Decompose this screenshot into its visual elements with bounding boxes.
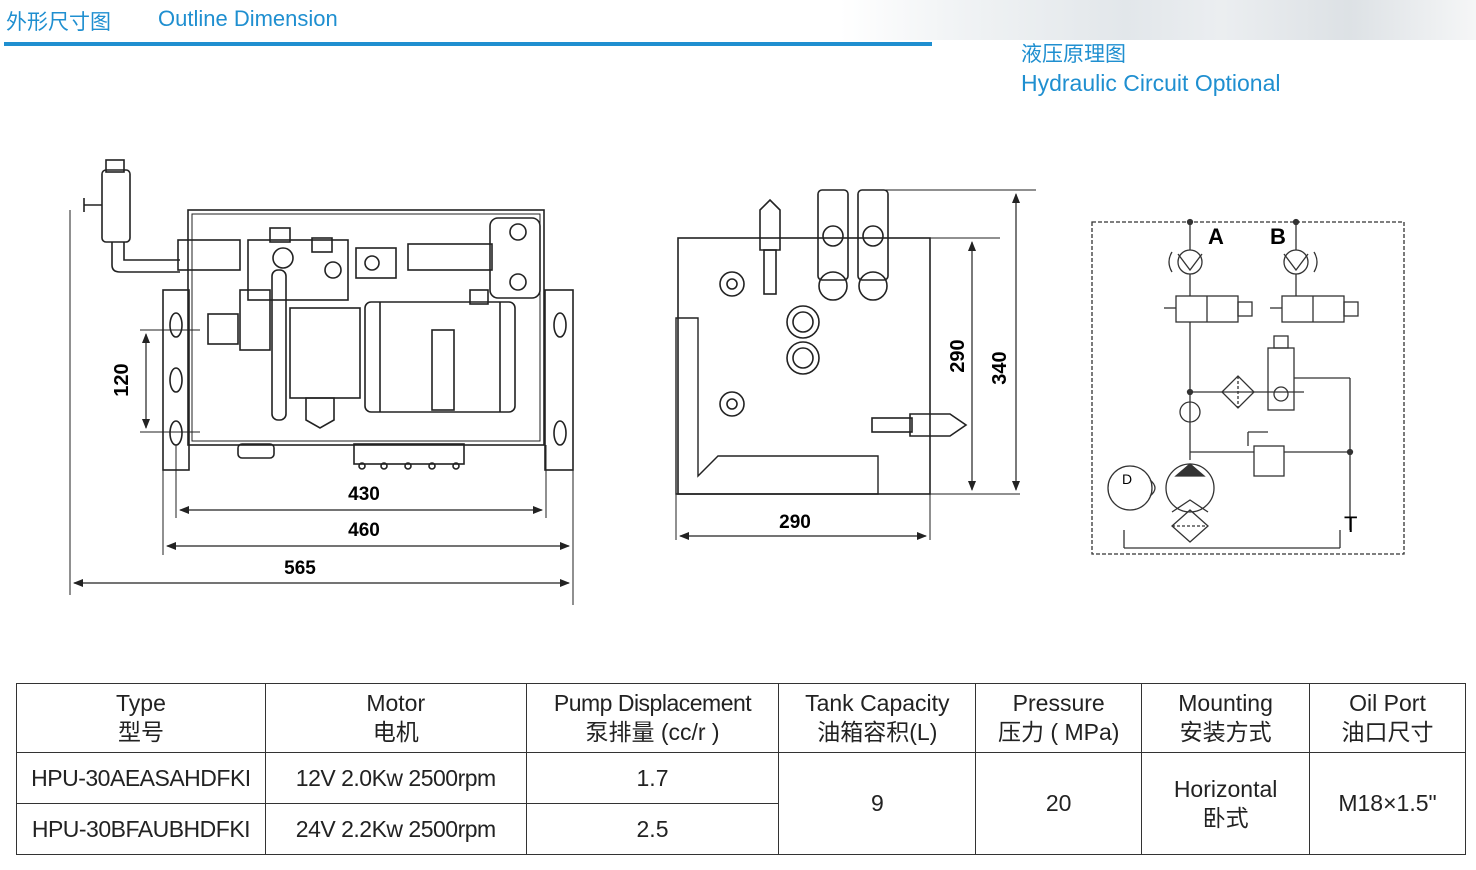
hydraulic-title-en: Hydraulic Circuit Optional: [1021, 70, 1281, 96]
hydraulic-title-cn: 液压原理图: [1021, 42, 1126, 66]
section-title-cn: 外形尺寸图: [6, 10, 111, 34]
cell-type: HPU-30BFAUBHDFKI: [16, 803, 266, 855]
cell-pressure: 20: [975, 752, 1143, 855]
header-rule: [4, 42, 932, 46]
hydraulic-circuit-drawing: [1091, 218, 1405, 555]
cell-displacement: 1.7: [525, 752, 780, 804]
dim-120: 120: [111, 363, 133, 396]
port-a-label: A: [1208, 224, 1224, 249]
front-view-drawing: [69, 159, 574, 605]
dim-565: 565: [284, 558, 316, 579]
cell-motor: 12V 2.0Kw 2500rpm: [264, 752, 527, 804]
cell-oil-port: M18×1.5": [1309, 752, 1466, 855]
cell-type: HPU-30AEASAHDFKI: [16, 752, 266, 804]
table-row: HPU-30AEASAHDFKI 12V 2.0Kw 2500rpm 1.7 9…: [16, 752, 1466, 855]
cell-tank: 9: [778, 752, 977, 855]
table-row: HPU-30BFAUBHDFKI 24V 2.2Kw 2500rpm 2.5: [16, 803, 1466, 855]
port-b-label: B: [1270, 224, 1286, 249]
section-title-en: Outline Dimension: [158, 6, 338, 31]
dim-430: 430: [348, 484, 380, 505]
cell-displacement: 2.5: [525, 803, 780, 855]
motor-symbol-label: D: [1122, 471, 1132, 487]
dim-290-vertical: 290: [947, 339, 969, 372]
side-view-drawing: [675, 189, 1036, 540]
header-photo-strip: [840, 0, 1476, 40]
dim-460: 460: [348, 520, 380, 541]
cell-motor: 24V 2.2Kw 2500rpm: [264, 803, 527, 855]
dim-340: 340: [989, 351, 1011, 384]
dim-290-horizontal: 290: [779, 512, 811, 533]
port-t-label: T: [1344, 512, 1357, 537]
